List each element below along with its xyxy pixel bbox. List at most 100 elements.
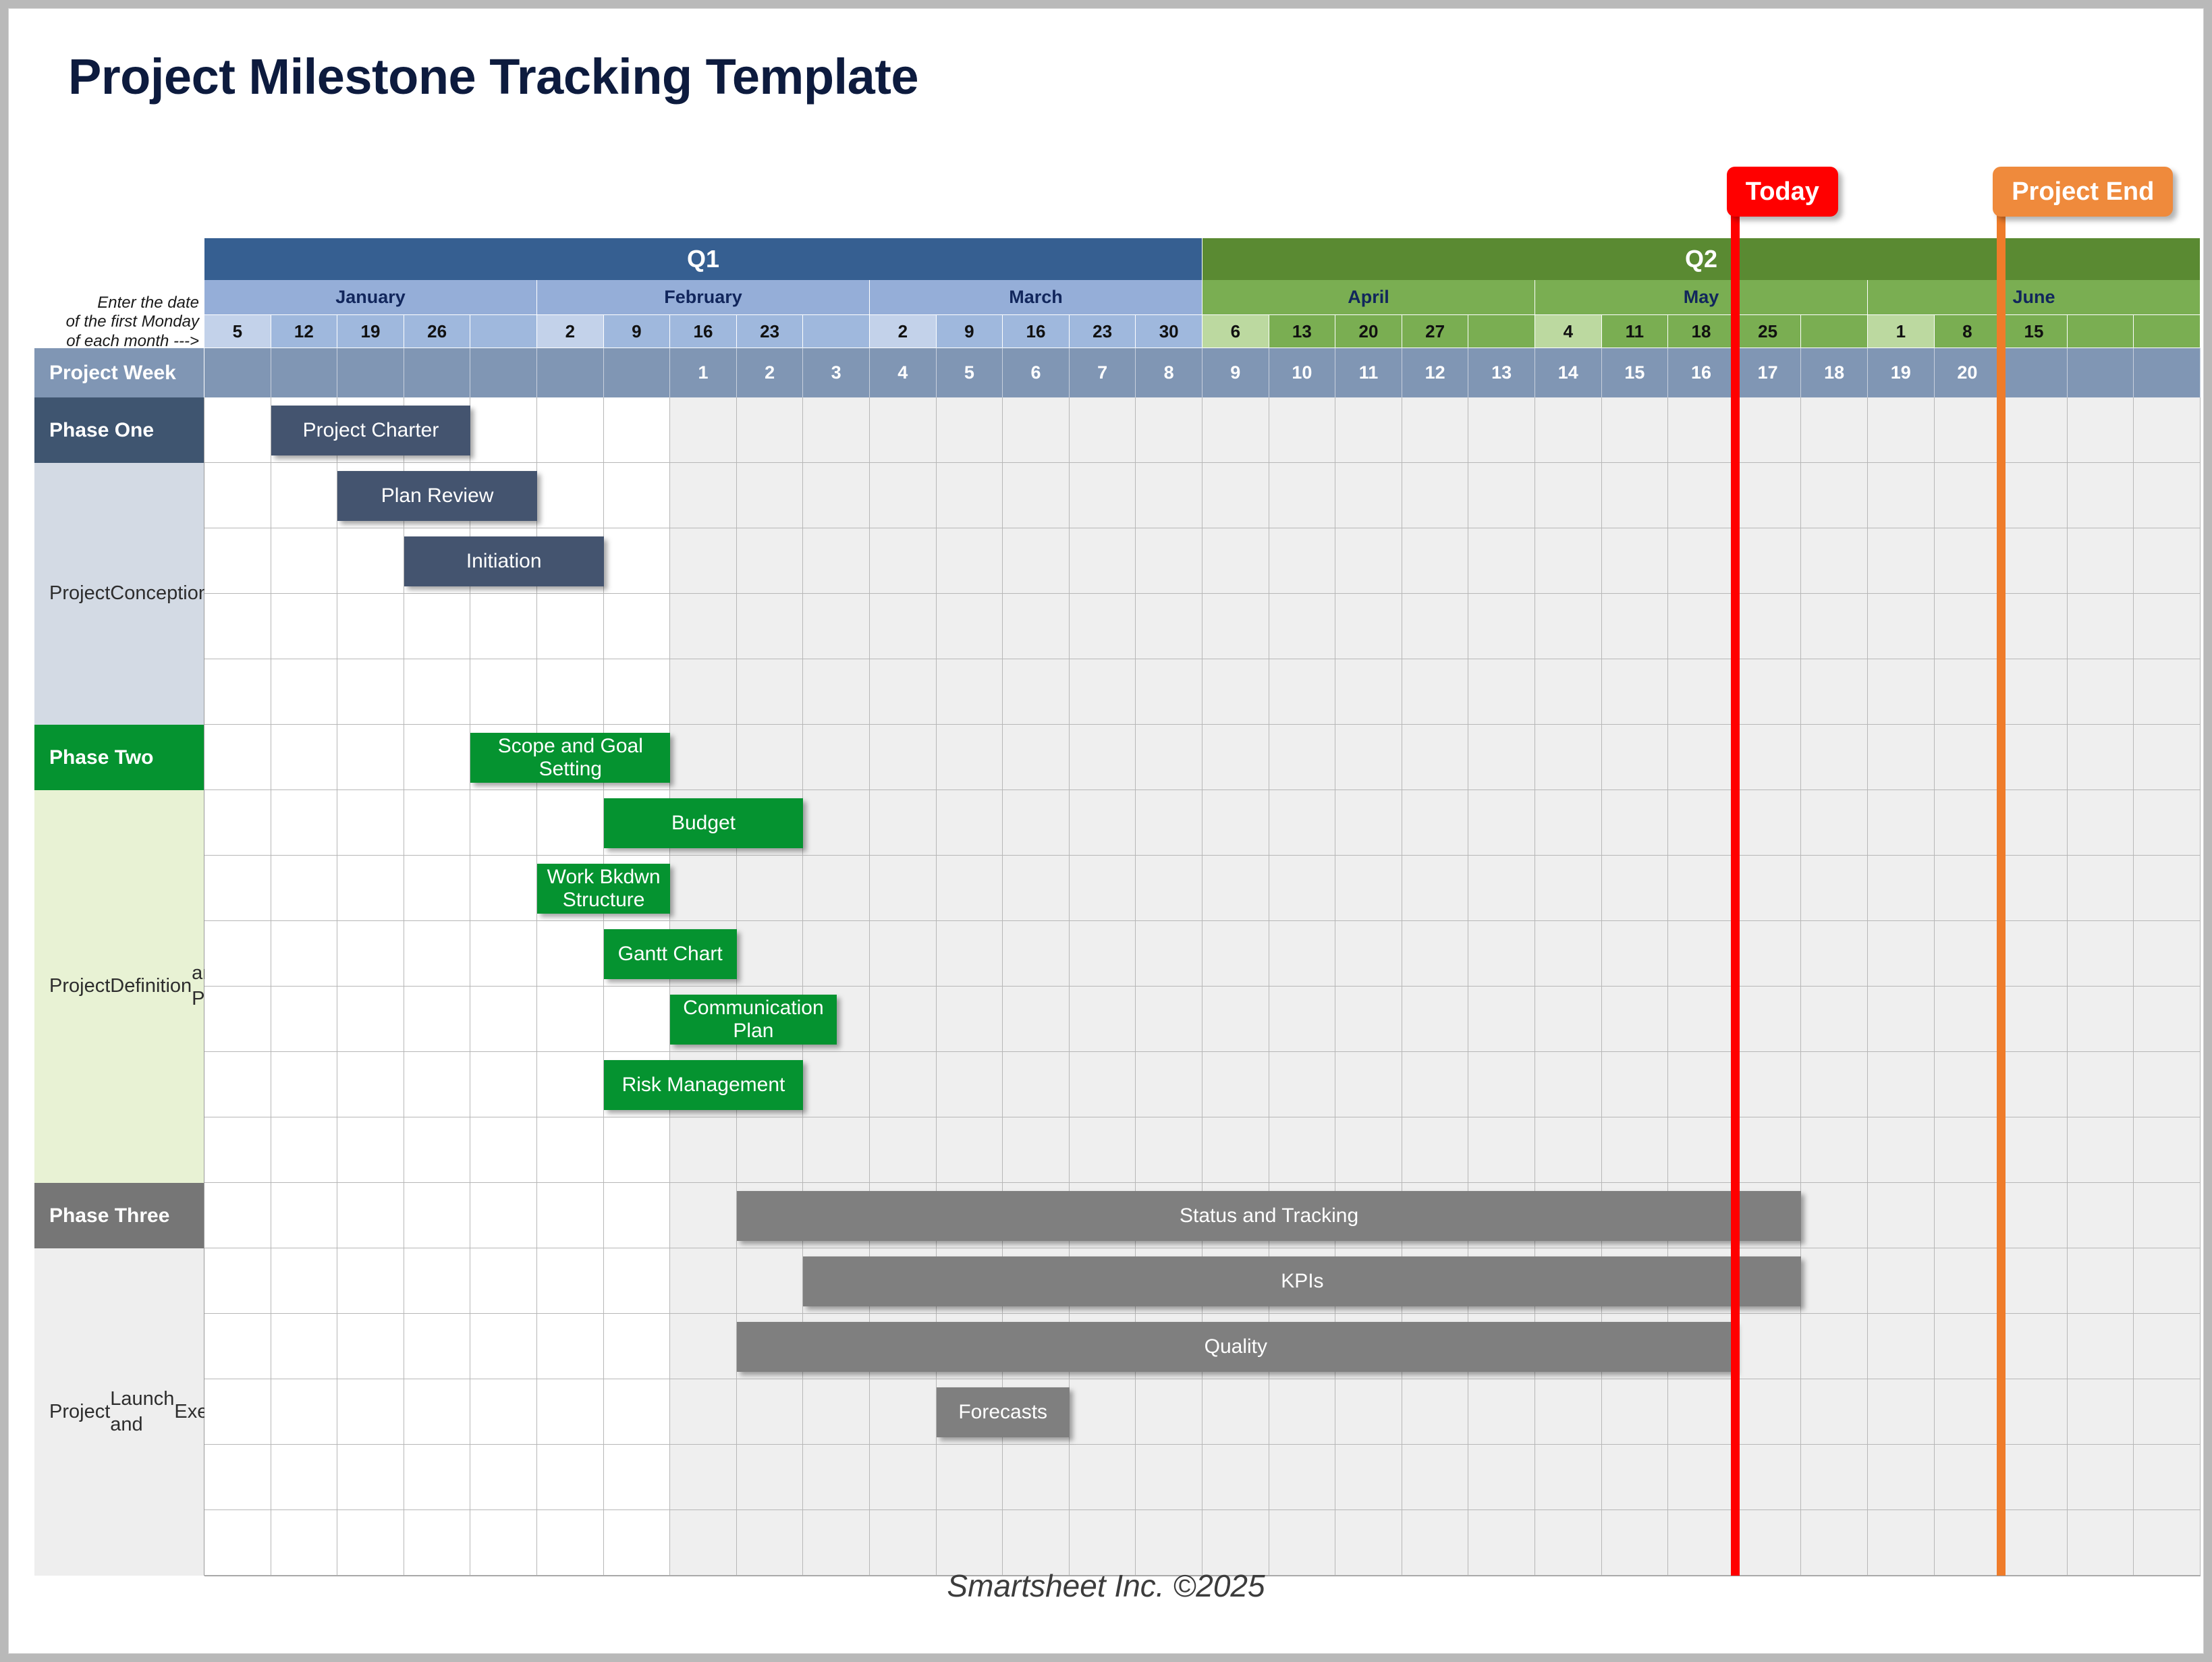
grid-cell[interactable] [204, 1510, 271, 1576]
grid-cell[interactable] [1402, 856, 1469, 921]
grid-cell[interactable] [1868, 1445, 1935, 1510]
grid-cell[interactable] [2134, 1445, 2201, 1510]
grid-cell[interactable] [337, 1314, 404, 1379]
grid-cell[interactable] [1468, 1379, 1535, 1445]
grid-cell[interactable] [1335, 1379, 1402, 1445]
grid-cell[interactable] [936, 921, 1003, 987]
grid-cell[interactable] [2067, 594, 2134, 659]
grid-cell[interactable] [1468, 856, 1535, 921]
grid-cell[interactable] [337, 594, 404, 659]
grid-cell[interactable] [1868, 1510, 1935, 1576]
grid-cell[interactable] [1934, 1445, 2001, 1510]
grid-cell[interactable] [404, 1510, 471, 1576]
grid-cell[interactable] [1003, 594, 1070, 659]
date-cell[interactable]: 26 [404, 315, 471, 348]
grid-cell[interactable] [537, 463, 604, 528]
grid-cell[interactable] [1868, 1314, 1935, 1379]
grid-cell[interactable] [2001, 1117, 2068, 1183]
grid-cell[interactable] [404, 1379, 471, 1445]
date-cell[interactable]: 16 [670, 315, 737, 348]
grid-cell[interactable] [2067, 1248, 2134, 1314]
grid-cell[interactable] [670, 528, 737, 594]
grid-cell[interactable] [936, 1510, 1003, 1576]
grid-cell[interactable] [936, 1052, 1003, 1117]
grid-cell[interactable] [1202, 463, 1269, 528]
grid-cell[interactable] [1003, 397, 1070, 463]
grid-cell[interactable] [2067, 1379, 2134, 1445]
grid-cell[interactable] [337, 1117, 404, 1183]
grid-cell[interactable] [2134, 725, 2201, 790]
grid-cell[interactable] [537, 1314, 604, 1379]
grid-cell[interactable] [736, 921, 804, 987]
grid-cell[interactable] [1069, 1117, 1136, 1183]
grid-cell[interactable] [1202, 528, 1269, 594]
grid-cell[interactable] [271, 790, 338, 856]
grid-cell[interactable] [271, 856, 338, 921]
grid-cell[interactable] [2134, 790, 2201, 856]
date-cell[interactable]: 2 [870, 315, 937, 348]
grid-cell[interactable] [603, 397, 671, 463]
grid-cell[interactable] [204, 1445, 271, 1510]
grid-cell[interactable] [204, 987, 271, 1052]
grid-cell[interactable] [1668, 921, 1735, 987]
grid-cell[interactable] [204, 528, 271, 594]
grid-cell[interactable] [2134, 397, 2201, 463]
grid-cell[interactable] [1801, 397, 1868, 463]
grid-cell[interactable] [470, 921, 537, 987]
grid-cell[interactable] [1868, 1117, 1935, 1183]
grid-cell[interactable] [1136, 790, 1202, 856]
grid-cell[interactable] [936, 594, 1003, 659]
grid-cell[interactable] [1668, 528, 1735, 594]
date-cell[interactable] [2134, 315, 2201, 348]
grid-cell[interactable] [1934, 1379, 2001, 1445]
grid-cell[interactable] [1801, 1183, 1868, 1248]
grid-cell[interactable] [803, 1379, 870, 1445]
grid-cell[interactable] [1601, 659, 1669, 725]
grid-cell[interactable] [870, 463, 937, 528]
date-cell[interactable]: 2 [537, 315, 604, 348]
grid-cell[interactable] [271, 1510, 338, 1576]
grid-cell[interactable] [1202, 725, 1269, 790]
grid-cell[interactable] [1468, 659, 1535, 725]
grid-cell[interactable] [404, 594, 471, 659]
date-cell[interactable]: 1 [1868, 315, 1935, 348]
today-marker-flag[interactable]: Today [1726, 167, 1838, 217]
grid-cell[interactable] [271, 921, 338, 987]
grid-cell[interactable] [1868, 725, 1935, 790]
grid-cell[interactable] [936, 987, 1003, 1052]
grid-cell[interactable] [803, 856, 870, 921]
grid-cell[interactable] [1202, 397, 1269, 463]
grid-cell[interactable] [736, 463, 804, 528]
grid-cell[interactable] [1734, 856, 1802, 921]
task-bar[interactable]: Work Bkdwn Structure [537, 863, 671, 914]
grid-cell[interactable] [337, 1510, 404, 1576]
grid-cell[interactable] [271, 1117, 338, 1183]
grid-cell[interactable] [736, 1117, 804, 1183]
grid-cell[interactable] [1402, 1379, 1469, 1445]
grid-cell[interactable] [2001, 1183, 2068, 1248]
grid-cell[interactable] [2001, 528, 2068, 594]
task-bar[interactable]: Status and Tracking [736, 1190, 1802, 1241]
grid-cell[interactable] [204, 1314, 271, 1379]
grid-cell[interactable] [1202, 659, 1269, 725]
grid-cell[interactable] [1335, 725, 1402, 790]
grid-cell[interactable] [803, 1117, 870, 1183]
grid-cell[interactable] [1069, 987, 1136, 1052]
grid-cell[interactable] [870, 921, 937, 987]
grid-cell[interactable] [803, 463, 870, 528]
grid-cell[interactable] [2134, 659, 2201, 725]
grid-cell[interactable] [1335, 463, 1402, 528]
grid-cell[interactable] [2134, 856, 2201, 921]
grid-cell[interactable] [1934, 1183, 2001, 1248]
grid-cell[interactable] [271, 1248, 338, 1314]
grid-cell[interactable] [537, 921, 604, 987]
grid-cell[interactable] [1136, 1117, 1202, 1183]
grid-cell[interactable] [1468, 725, 1535, 790]
grid-cell[interactable] [1202, 856, 1269, 921]
grid-cell[interactable] [1535, 1510, 1602, 1576]
grid-cell[interactable] [2067, 725, 2134, 790]
grid-cell[interactable] [1468, 594, 1535, 659]
grid-cell[interactable] [1136, 463, 1202, 528]
grid-cell[interactable] [1069, 725, 1136, 790]
grid-cell[interactable] [204, 790, 271, 856]
